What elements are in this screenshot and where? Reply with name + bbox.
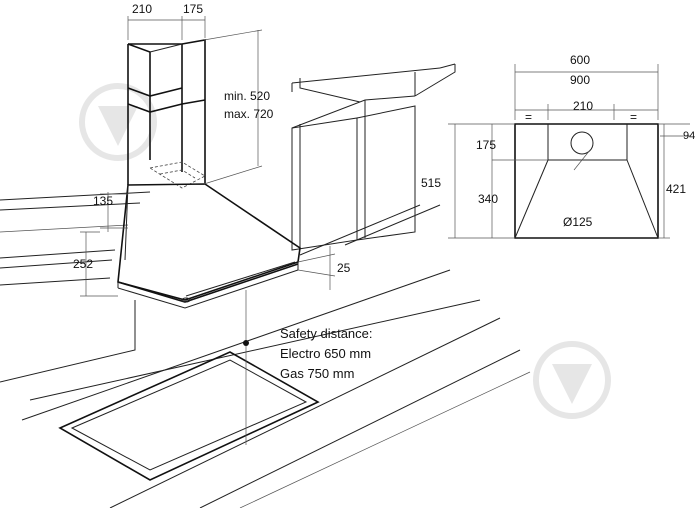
- dim-chimney-min: min. 520: [224, 89, 270, 103]
- dim-chimney-width: 175: [183, 2, 203, 16]
- dim-width-large: 900: [570, 73, 590, 87]
- watermark-logo-left: [79, 83, 157, 161]
- dim-top-offset: 135: [93, 194, 113, 208]
- dim-duct-top: 175: [476, 138, 496, 152]
- dim-top-band: 94: [683, 130, 695, 142]
- dim-labels-front: 600 900 210 = = 94 175 515 340 421 Ø125: [421, 53, 695, 229]
- watermark-logo-right: [533, 341, 611, 419]
- wall-cabinets: [291, 63, 456, 251]
- chimney: [127, 39, 206, 189]
- dim-body-height: 340: [478, 192, 498, 206]
- dim-width-small: 600: [570, 53, 590, 67]
- dim-side-height: 421: [666, 182, 686, 196]
- dim-duct-diameter: Ø125: [563, 215, 593, 229]
- kitchen-perspective: [0, 191, 531, 508]
- hood-body: [117, 183, 301, 309]
- dim-equal-right: =: [630, 110, 637, 124]
- dim-labels-side: 210 175 min. 520 max. 720 135 252 25: [73, 2, 351, 275]
- dim-chimney-depth: 210: [132, 2, 152, 16]
- dimension-lines-side: [80, 16, 336, 445]
- hob: [58, 351, 320, 481]
- safety-gas: Gas 750 mm: [280, 366, 354, 381]
- safety-electro: Electro 650 mm: [280, 346, 371, 361]
- dim-chimney-max: max. 720: [224, 107, 274, 121]
- dim-hood-height: 252: [73, 257, 93, 271]
- dimension-lines-front: [448, 64, 690, 239]
- dim-equal-left: =: [525, 110, 532, 124]
- dim-duct-spacing: 210: [573, 99, 593, 113]
- dim-total-height: 515: [421, 176, 441, 190]
- safety-note: Safety distance: Electro 650 mm Gas 750 …: [280, 326, 373, 381]
- safety-title: Safety distance:: [280, 326, 373, 341]
- dim-front-lip: 25: [337, 261, 351, 275]
